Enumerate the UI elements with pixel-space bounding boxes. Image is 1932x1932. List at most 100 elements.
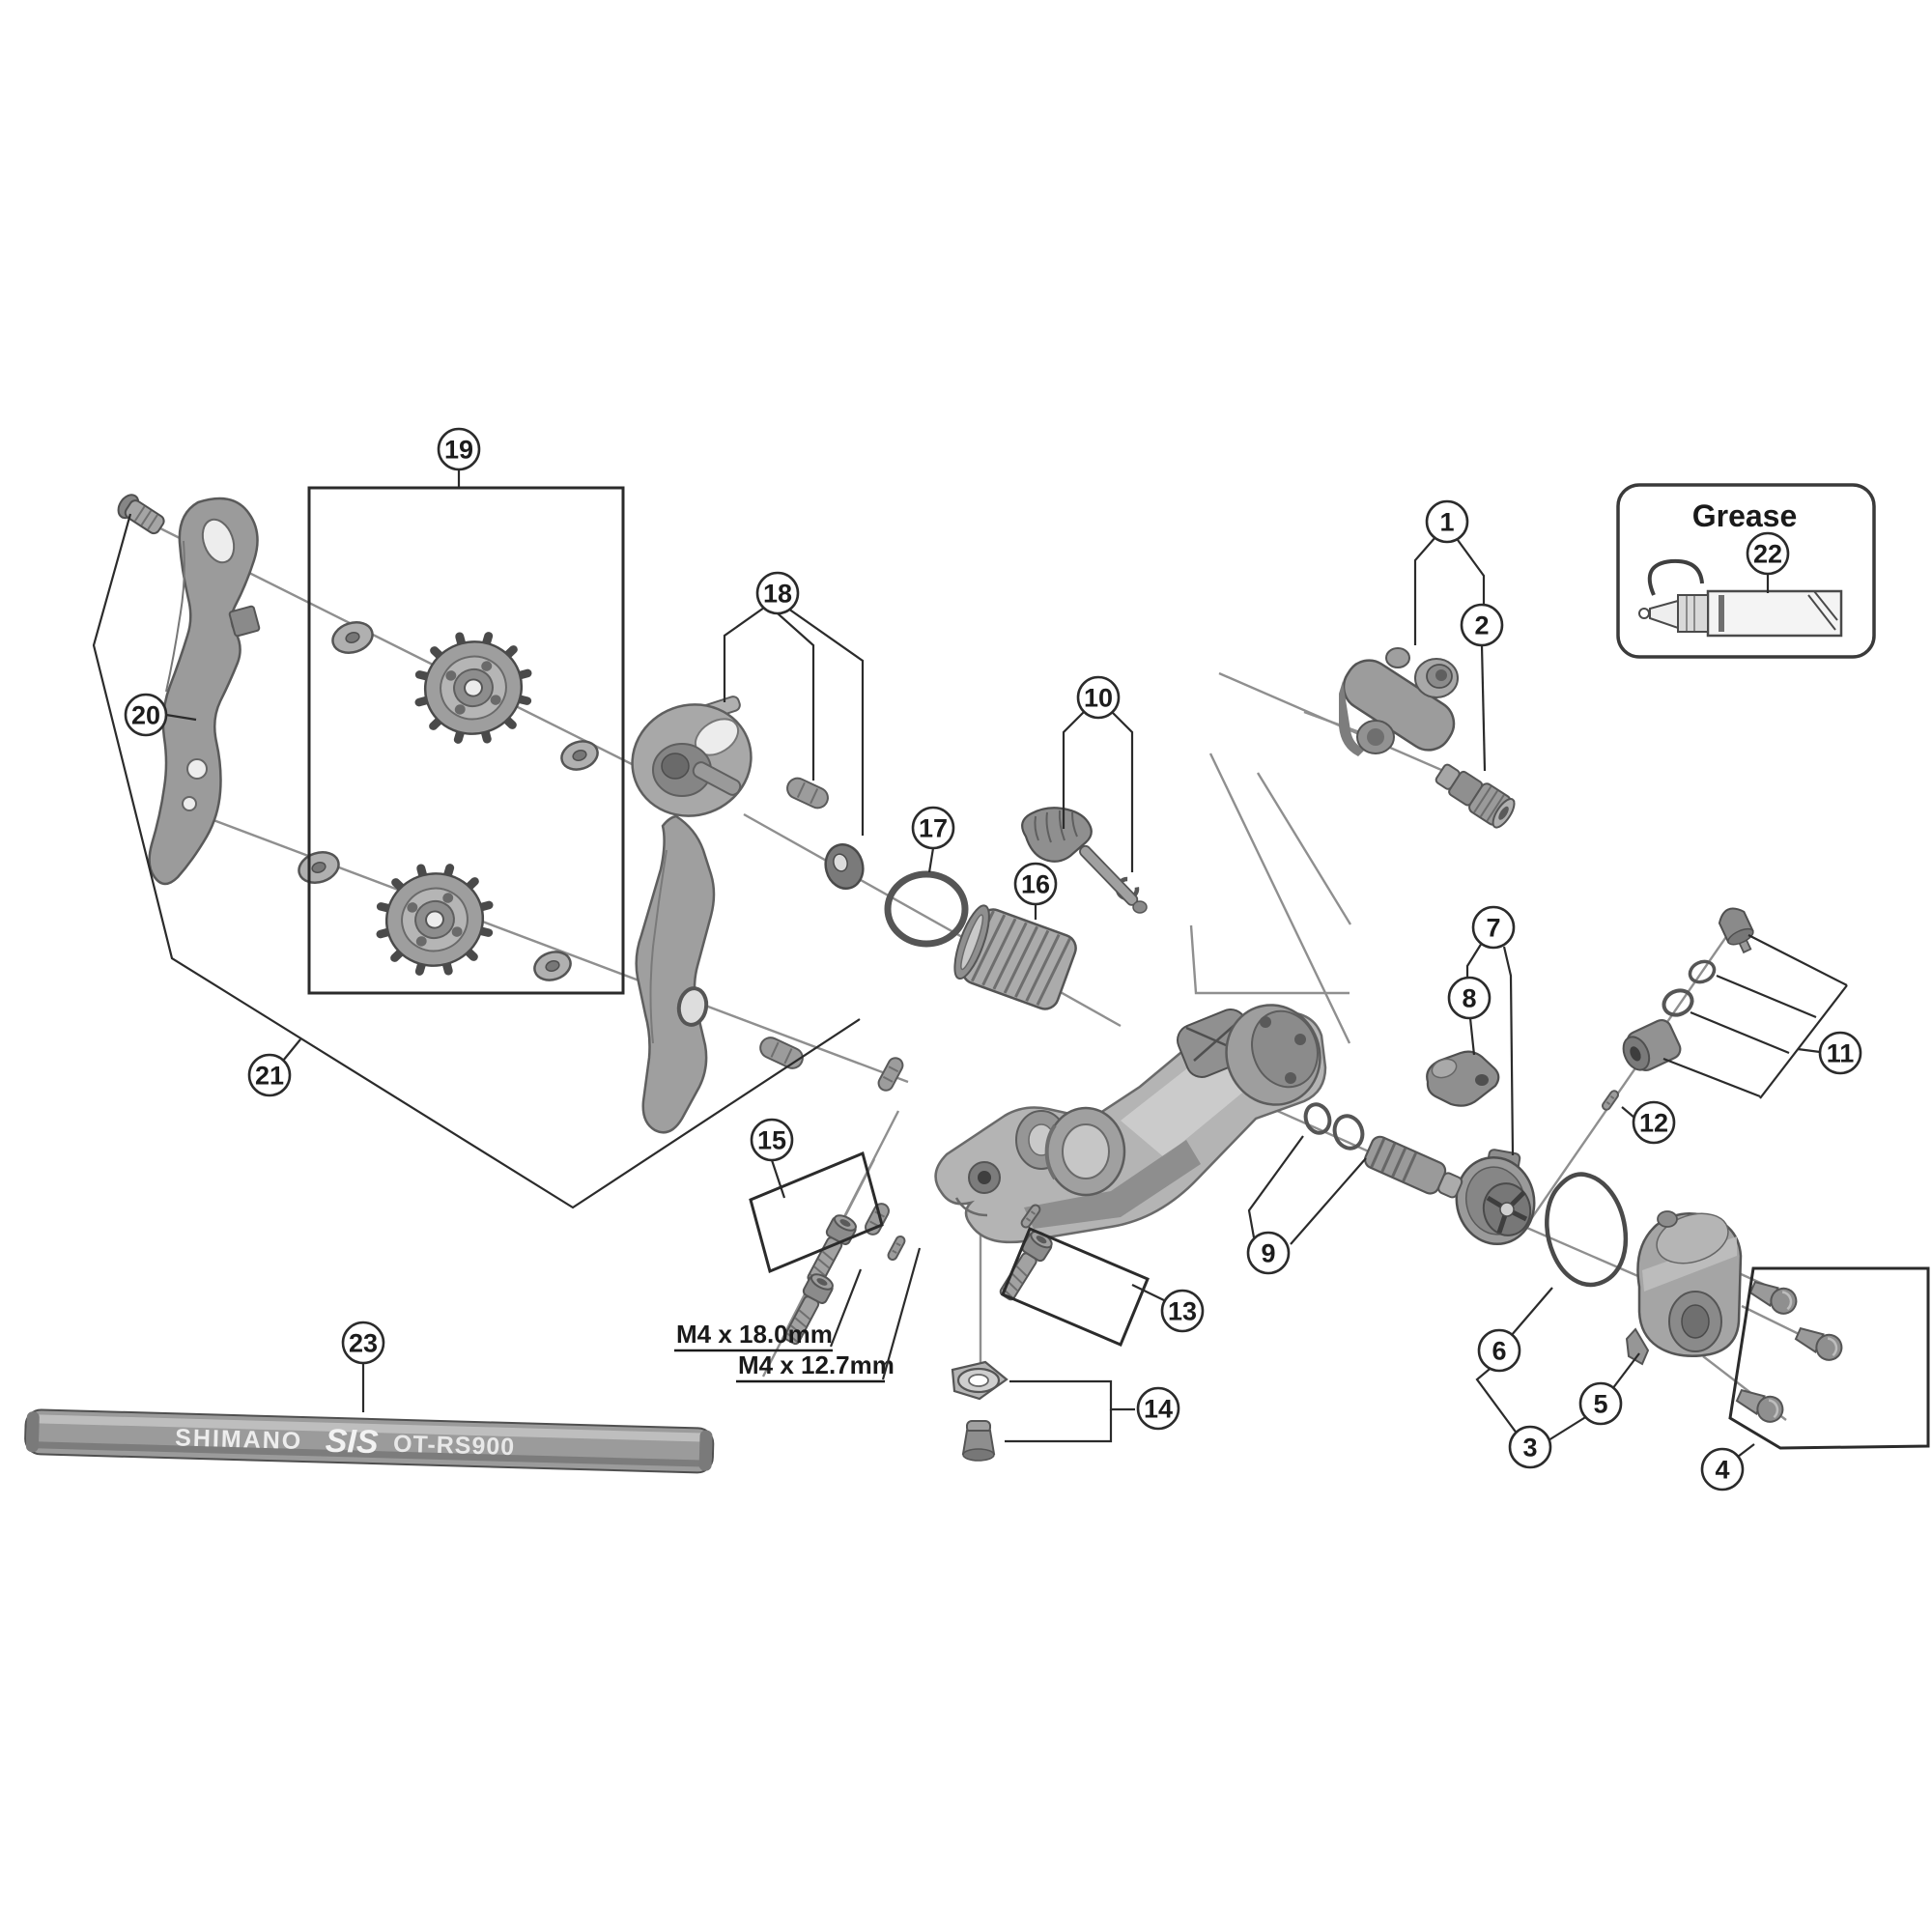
adjust-washer — [1662, 988, 1694, 1017]
bolt-group-box-13 — [1001, 1227, 1150, 1347]
leader-line-8 — [1247, 1135, 1304, 1238]
callout-14: 14 — [1136, 1386, 1180, 1431]
core-ring-17 — [884, 870, 969, 948]
outer-casing-cable: SHIMANO SIS OT-RS900 — [24, 1408, 715, 1474]
callout-23: 23 — [341, 1321, 385, 1365]
pulley-bolt-a — [786, 777, 829, 810]
adjust-barrel — [1622, 1019, 1682, 1071]
leader-line-30 — [1005, 1409, 1113, 1443]
svg-text:18: 18 — [763, 580, 792, 609]
inner-cage-plate — [148, 497, 261, 886]
svg-text:1: 1 — [1439, 508, 1454, 537]
saver-unit-drum — [1455, 1149, 1536, 1246]
callout-17: 17 — [911, 806, 955, 850]
leader-line-38 — [881, 1247, 922, 1380]
case-screw-3 — [1735, 1388, 1784, 1423]
callout-18: 18 — [755, 571, 800, 615]
o-ring-small — [1303, 1102, 1332, 1135]
mount-sleeve-a — [877, 1057, 904, 1092]
leader-line-29 — [1009, 1379, 1135, 1411]
grease-box: Grease — [1616, 483, 1876, 659]
svg-text:14: 14 — [1144, 1395, 1173, 1424]
stroke-adjust-bolt — [1435, 763, 1516, 829]
m4-short-label: M4 x 12.7mm — [738, 1350, 895, 1379]
leader-line-37 — [829, 1268, 863, 1348]
leader-line-32 — [1510, 1287, 1553, 1337]
svg-text:4: 4 — [1715, 1456, 1729, 1485]
svg-text:19: 19 — [444, 436, 473, 465]
svg-text:16: 16 — [1021, 870, 1050, 899]
pulley-set — [298, 621, 599, 981]
leader-line-13 — [1662, 1057, 1761, 1098]
svg-text:20: 20 — [131, 701, 160, 730]
svg-text:9: 9 — [1261, 1239, 1275, 1268]
grease-label: Grease — [1692, 498, 1798, 533]
callout-10: 10 — [1076, 675, 1121, 720]
callout-16: 16 — [1013, 862, 1058, 906]
callout-9: 9 — [1246, 1231, 1291, 1275]
leader-line-34 — [1548, 1415, 1588, 1441]
grease-tube-icon — [1638, 558, 1843, 638]
axis-line-13 — [1256, 772, 1352, 925]
case-cover-unit — [1625, 1210, 1743, 1366]
small-pins-and-sleeves — [759, 777, 1620, 1262]
callout-4: 4 — [1700, 1447, 1745, 1492]
leader-line-4 — [1111, 711, 1134, 872]
cable-fixing-arm — [1021, 807, 1148, 914]
leader-lines — [92, 469, 1848, 1461]
fixing-bolt-short — [783, 1273, 834, 1346]
leader-line-3 — [1062, 711, 1085, 829]
leader-line-24 — [282, 1038, 301, 1062]
axis-line-12 — [1208, 753, 1351, 1044]
callout-2: 2 — [1460, 603, 1504, 647]
cable-model-text: OT-RS900 — [393, 1431, 516, 1462]
pulley-guide — [376, 864, 494, 976]
bolt-group-box-15 — [749, 1151, 884, 1274]
bolt-size-labels: M4 x 18.0mm M4 x 12.7mm — [674, 1320, 895, 1383]
leader-line-35 — [1611, 1352, 1640, 1390]
svg-text:12: 12 — [1639, 1109, 1668, 1138]
axis-line-6 — [1523, 915, 1742, 1230]
plate-axle-bolt — [117, 494, 165, 535]
svg-text:17: 17 — [919, 814, 948, 843]
cage-stopper-bolt — [961, 1420, 996, 1462]
callout-3: 3 — [1508, 1425, 1552, 1469]
axis-line-11 — [1189, 924, 1350, 995]
gasket-seal — [1545, 1172, 1629, 1288]
svg-text:21: 21 — [255, 1062, 284, 1091]
leader-line-31 — [770, 1159, 786, 1199]
group-boxes — [307, 486, 1930, 1450]
callout-22: 22 — [1746, 531, 1790, 576]
leader-line-12 — [1690, 1010, 1790, 1055]
svg-text:15: 15 — [757, 1126, 786, 1155]
leader-line-25 — [92, 513, 861, 1209]
cage-stopper-washer — [951, 1360, 1009, 1401]
callout-5: 5 — [1578, 1381, 1623, 1426]
callout-20: 20 — [124, 693, 168, 737]
cable-guide-block — [1426, 1050, 1500, 1107]
body-pin — [1020, 1204, 1041, 1229]
o-ring-large — [1332, 1114, 1365, 1151]
svg-text:23: 23 — [349, 1329, 378, 1358]
pulley-washer-3 — [533, 951, 572, 981]
svg-text:13: 13 — [1168, 1297, 1197, 1326]
callout-11: 11 — [1818, 1031, 1862, 1075]
b-axle-bushing — [1364, 1135, 1463, 1199]
pulley-bolt-b — [759, 1037, 804, 1069]
callout-19: 19 — [437, 427, 481, 471]
leader-line-14 — [1759, 984, 1848, 1099]
axle-washer — [824, 842, 865, 891]
callout-8: 8 — [1447, 976, 1492, 1020]
leader-line-28 — [1131, 1284, 1167, 1302]
leader-line-16 — [1621, 1106, 1635, 1119]
mount-pin — [887, 1235, 906, 1262]
socket-bolts — [783, 1214, 1053, 1346]
leader-line-2 — [1480, 644, 1487, 772]
svg-text:7: 7 — [1486, 914, 1500, 943]
m4-long-label: M4 x 18.0mm — [676, 1320, 833, 1349]
case-screws — [1735, 1280, 1843, 1423]
leader-line-5 — [1465, 942, 1483, 978]
leader-line-18 — [777, 612, 815, 781]
main-body-assembly — [934, 1004, 1327, 1244]
